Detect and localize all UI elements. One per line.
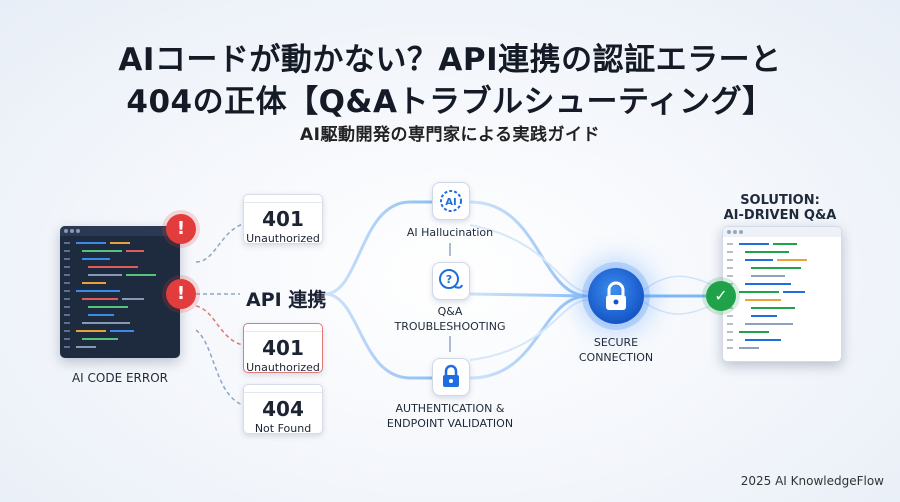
secure-connection-icon: [588, 268, 644, 324]
error-card-404: 404 Not Found: [243, 384, 323, 435]
ai-chip-glyph: AI: [440, 190, 462, 212]
dashed-connector-red: [195, 305, 244, 346]
secure-label-line1: SECURE: [593, 336, 639, 349]
error-card-401: 401 Unauthorized: [243, 194, 323, 245]
svg-text:?: ?: [446, 273, 452, 286]
error-alert-icon: !: [166, 279, 196, 309]
main-title-line1: AIコードが動かない？API連携の認証エラーと: [118, 42, 782, 78]
outgoing-beam: [643, 301, 713, 315]
solution-code-editor: [722, 226, 842, 362]
qa-chat-glyph: ?: [439, 269, 463, 289]
error-code: 404: [262, 397, 304, 421]
qa-chat-icon: ?: [432, 262, 470, 300]
ai-chip-icon: AI: [432, 182, 470, 220]
error-card-401-highlight: 401 Unauthorized: [243, 323, 323, 374]
branch-path: [324, 200, 432, 296]
error-alert-icon: !: [166, 214, 196, 244]
secure-label-line2: CONNECTION: [578, 351, 654, 364]
solution-label-line1: SOLUTION:: [740, 193, 820, 208]
merge-path: [469, 299, 589, 361]
step-label-qa-line1: Q&A: [437, 305, 463, 318]
error-message: Unauthorized: [246, 361, 320, 374]
dashed-connector: [195, 329, 244, 406]
code-lines: [60, 226, 180, 348]
checkmark-icon: ✓: [706, 281, 736, 311]
ai-chip-text: AI: [445, 197, 456, 208]
error-code: 401: [262, 207, 304, 231]
outgoing-beam: [643, 275, 713, 291]
branch-path: [324, 292, 432, 380]
error-code: 401: [262, 336, 304, 360]
merge-path: [469, 294, 589, 380]
subtitle: AI駆動開発の専門家による実践ガイド: [300, 125, 600, 145]
merge-path: [469, 292, 589, 298]
solution-code-lines: [723, 227, 841, 349]
merge-path: [469, 200, 589, 298]
step-label-auth-line2: ENDPOINT VALIDATION: [386, 417, 514, 430]
error-message: Unauthorized: [246, 232, 320, 245]
error-code-editor: [60, 226, 180, 358]
step-label-auth-line1: AUTHENTICATION &: [395, 402, 505, 415]
step-label-hallucination: AI Hallucination: [406, 226, 494, 239]
merge-path: [469, 224, 589, 293]
lock-icon: [432, 358, 470, 396]
step-label-qa-line2: TROUBLESHOOTING: [394, 320, 506, 333]
secure-lock-glyph: [606, 281, 626, 310]
api-integration-label: API 連携: [246, 289, 327, 311]
dashed-connector: [195, 223, 244, 263]
error-message: Not Found: [254, 422, 312, 435]
footer-credit: 2025 AI KnowledgeFlow: [740, 474, 884, 488]
lock-glyph: [443, 364, 459, 387]
solution-label-line2: AI-DRIVEN Q&A: [723, 208, 837, 223]
main-title-line2: 404の正体【Q&Aトラブルシューティング】: [126, 84, 774, 120]
error-editor-label: AI CODE ERROR: [71, 371, 169, 385]
